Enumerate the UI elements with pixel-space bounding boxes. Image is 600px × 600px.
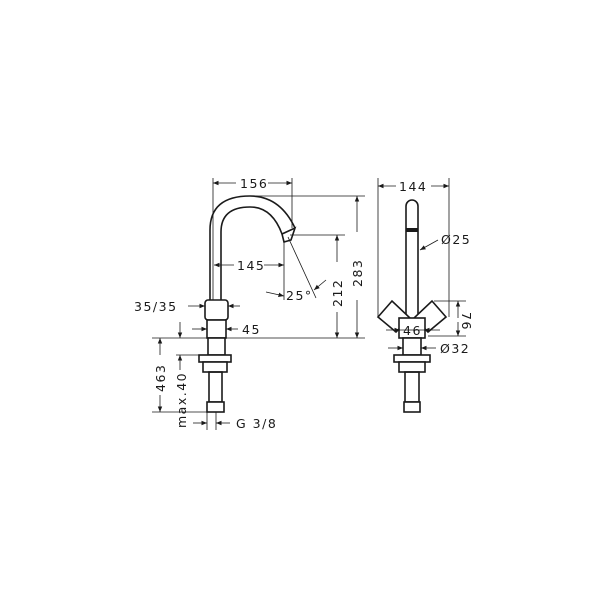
dim-144: 144 [399,179,427,194]
faucet-body [206,319,227,339]
dim-35-35: 35/35 [134,299,178,314]
connector [403,401,421,413]
dim-diameter-25: Ø25 [441,232,471,247]
dim-76: 76 [459,312,474,331]
shank [404,371,420,403]
dim-max-40: max.40 [174,372,189,428]
dim-145: 145 [237,258,265,273]
side-view: 156 145 283 212 25° 35/35 45 463 max.40 … [134,176,365,431]
nut [202,361,228,373]
nut [398,361,426,373]
shank [208,371,223,403]
dim-283: 283 [350,259,365,287]
base-plate [393,354,431,363]
connector [206,401,225,413]
front-view: 144 Ø25 76 46 Ø32 [376,178,474,413]
spout-tube [405,199,419,325]
dim-463: 463 [153,364,168,392]
base-plate [198,354,232,363]
dim-46: 46 [403,323,422,338]
dim-156: 156 [240,176,268,191]
dim-diameter-32: Ø32 [440,341,470,356]
base-collar [207,337,226,356]
spout-outlet [406,228,418,232]
dim-25-degree: 25° [286,288,313,303]
dim-45: 45 [242,322,261,337]
handle-body [204,299,229,321]
spout-tip [281,226,297,243]
extension-lines [377,178,466,337]
dim-212: 212 [330,279,345,307]
base-collar [402,337,422,356]
dim-g-3-8: G 3/8 [236,416,277,431]
spout-outline [209,195,296,300]
